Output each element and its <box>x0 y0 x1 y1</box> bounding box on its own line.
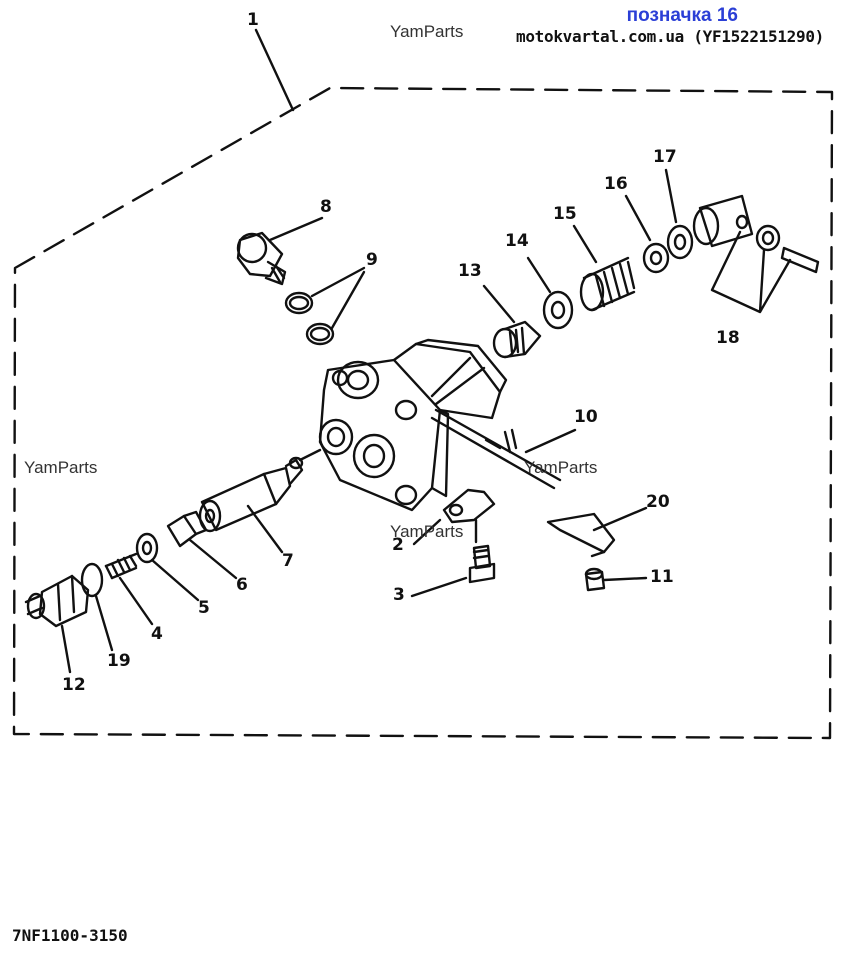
assembly-boundary <box>12 86 834 740</box>
callout-5: 5 <box>198 598 210 618</box>
part-14-washer <box>542 290 574 330</box>
part-9-washer-b <box>305 322 335 346</box>
pump-body <box>318 338 508 512</box>
header-title: позначка 16 <box>626 5 738 26</box>
callout-16: 16 <box>604 174 628 194</box>
callout-13: 13 <box>458 261 482 281</box>
callout-6: 6 <box>236 575 248 595</box>
part-4-spring <box>104 552 138 580</box>
callout-9: 9 <box>366 250 378 270</box>
part-19-o-ring <box>80 562 104 598</box>
part-2-clamp <box>442 488 496 524</box>
callout-2: 2 <box>392 535 404 555</box>
part-16-retainer <box>642 242 670 274</box>
callout-19: 19 <box>107 651 131 671</box>
callout-15: 15 <box>553 204 577 224</box>
callout-8: 8 <box>320 197 332 217</box>
watermark: YamParts <box>390 522 464 541</box>
callout-11: 11 <box>650 567 674 587</box>
callout-1: 1 <box>247 10 259 30</box>
callout-4: 4 <box>151 624 163 644</box>
part-9-washer-a <box>284 291 314 315</box>
callout-17: 17 <box>653 147 677 167</box>
part-18-cap-set <box>692 194 820 274</box>
callout-14: 14 <box>505 231 529 251</box>
part-3-bolt <box>468 544 496 584</box>
diagram-code: 7NF1100-3150 <box>12 926 128 945</box>
header-source: motokvartal.com.ua (YF1522151290) <box>516 27 824 46</box>
part-13-gear <box>492 320 542 359</box>
callout-7: 7 <box>282 551 294 571</box>
part-5-washer <box>135 532 159 564</box>
callout-3: 3 <box>393 585 405 605</box>
part-7-plunger <box>198 448 322 533</box>
callout-12: 12 <box>62 675 86 695</box>
callout-20: 20 <box>646 492 670 512</box>
part-12-fitting <box>24 574 90 628</box>
part-6-valve <box>166 510 208 548</box>
callout-18: 18 <box>716 328 740 348</box>
part-10-rod <box>430 408 562 490</box>
watermark: YamParts <box>24 458 98 477</box>
watermark: YamParts <box>390 22 464 41</box>
part-8-banjo-bolt <box>236 231 287 286</box>
part-15-spring <box>579 256 636 312</box>
part-20-bracket <box>546 512 616 558</box>
callout-10: 10 <box>574 407 598 427</box>
watermark: YamParts <box>524 458 598 477</box>
part-11-nut <box>584 567 606 592</box>
part-17-washer <box>666 224 694 260</box>
